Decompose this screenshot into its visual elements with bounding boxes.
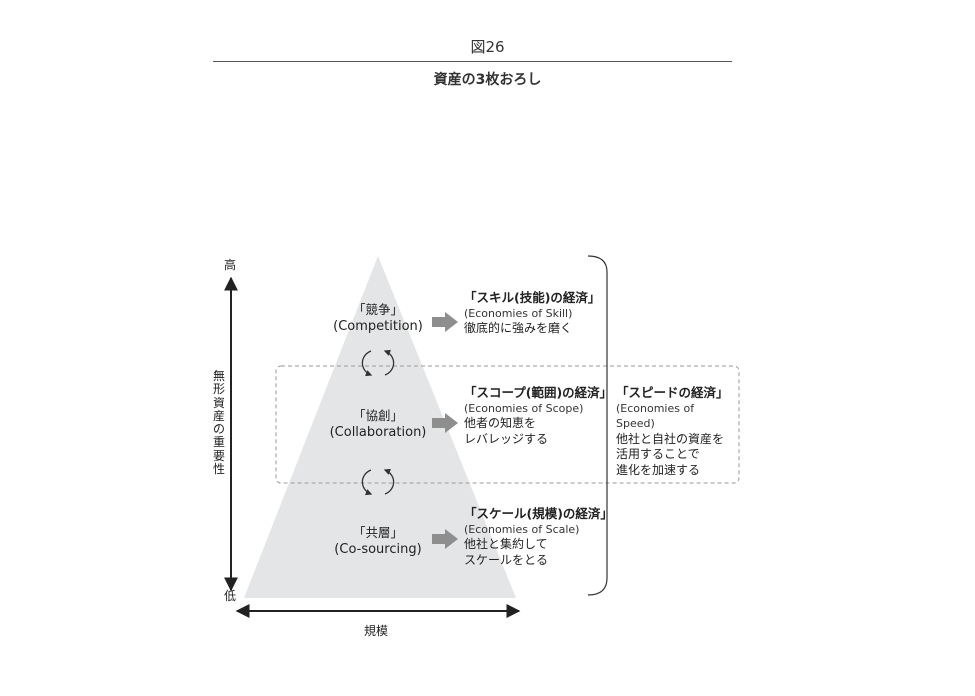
tier-competition: 「競争」 (Competition) <box>318 301 438 335</box>
speed-dashed-box <box>275 365 740 484</box>
tier-name: 「共層」 <box>352 525 403 540</box>
economy-heading: 「スケール(規模)の経済」 <box>464 506 613 521</box>
economy-heading: 「スキル(技能)の経済」 <box>464 290 601 305</box>
arrow-competition <box>432 312 458 332</box>
cycle-icon-lower <box>361 468 395 496</box>
tier-collaboration: 「協創」 (Collaboration) <box>318 407 438 441</box>
economy-desc-line: 徹底的に強みを磨く <box>464 321 573 335</box>
economy-speed: 「スピードの経済」 (Economies of Speed) 他社と自社の資産を… <box>616 385 736 478</box>
economy-desc-line: 他者の知恵を <box>464 416 537 430</box>
speed-desc-line: 進化を加速する <box>616 462 701 477</box>
tier-english: (Co-sourcing) <box>334 542 422 557</box>
economy-english: (Economies of Skill) <box>464 306 573 320</box>
tier-english: (Collaboration) <box>329 425 427 440</box>
economy-skill: 「スキル(技能)の経済」 (Economies of Skill) 徹底的に強み… <box>464 290 614 337</box>
pyramid-triangle <box>244 256 516 598</box>
speed-desc-line: 他社と自社の資産を <box>616 431 725 446</box>
vertical-axis-label: 無形資産の重要性 <box>212 369 225 477</box>
economy-desc-line: スケールをとる <box>464 552 549 567</box>
tier-cosourcing: 「共層」 (Co-sourcing) <box>318 524 438 558</box>
right-bracket <box>587 255 608 596</box>
figure-number: 図26 <box>470 38 505 56</box>
economy-desc-line: 他社と集約して <box>464 537 548 551</box>
tier-name: 「競争」 <box>352 302 403 317</box>
cycle-icon-upper <box>361 349 395 377</box>
arrow-cosourcing <box>432 529 458 549</box>
tier-english: (Competition) <box>333 319 423 334</box>
speed-desc-line: 活用することで <box>616 447 700 461</box>
figure-title: 資産の3枚おろし <box>433 72 542 88</box>
speed-english: (Economies of Speed) <box>616 401 695 431</box>
economy-scope: 「スコープ(範囲)の経済」 (Economies of Scope) 他者の知恵… <box>464 385 614 447</box>
economy-english: (Economies of Scale) <box>464 522 580 536</box>
axis-high-label: 高 <box>224 258 237 272</box>
header-rule <box>213 61 732 62</box>
arrow-collaboration <box>432 413 458 433</box>
economy-heading: 「スコープ(範囲)の経済」 <box>464 385 613 400</box>
speed-heading: 「スピードの経済」 <box>616 385 729 400</box>
economy-english: (Economies of Scope) <box>464 401 584 415</box>
economy-scale: 「スケール(規模)の経済」 (Economies of Scale) 他社と集約… <box>464 506 614 568</box>
economy-desc-line: レバレッジする <box>464 431 549 446</box>
axis-low-label: 低 <box>224 589 237 603</box>
tier-name: 「協創」 <box>352 408 403 423</box>
horizontal-axis-label: 規模 <box>364 624 389 638</box>
